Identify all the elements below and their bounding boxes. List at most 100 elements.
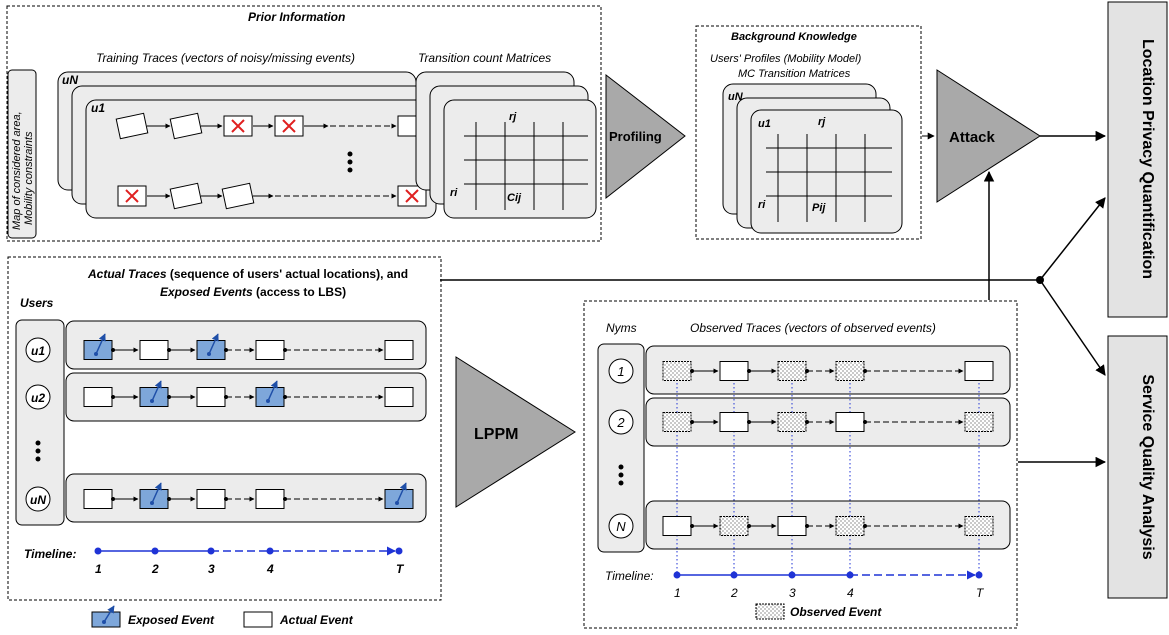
timeline-tick-dot [266,547,274,555]
trace-arrow-dot [224,395,228,399]
count-matrix-card-front [443,99,597,219]
mc-matrix-grid [766,134,892,222]
trace-arrow-dot [690,524,694,528]
observed-event [835,361,865,381]
observed-event [835,516,865,536]
timeline-tick-label: 1 [674,586,681,600]
exposed-event-arrow-icon [151,482,162,504]
ellipsis-dot [618,480,624,486]
trace-arrow-dot [167,395,171,399]
observed-event [964,516,994,536]
user-uN-label: uN [30,493,46,507]
background-knowledge-title: Background Knowledge [731,31,857,43]
service-quality-box: Service Quality Analysis [1107,335,1168,599]
nym-node-1 [608,358,634,384]
trace-arrow-dot [690,369,694,373]
nyms-label: Nyms [606,321,637,335]
exposed-event-arrow-icon [396,482,407,504]
observed-slot [964,361,994,381]
exposed-event-dot [207,352,211,356]
timeline-tick-dot [673,571,681,579]
observed-traces-header: Observed Traces (vectors of observed eve… [690,321,936,335]
training-event [115,112,149,140]
legend-actual-swatch [243,611,273,628]
count-matrix-ri-label: ri [450,187,458,199]
trace-arrow-dot [224,348,228,352]
exposed-event-arrow-icon [95,333,106,355]
nym-node-N [608,513,634,539]
trace-arrow-dot [805,369,809,373]
ellipsis-dot [35,440,41,446]
trace-arrow-dot [224,497,228,501]
actual-event [255,340,285,360]
trace-arrow-dot [863,420,867,424]
map-label-line1: Map of considered area, [11,111,23,230]
users-column [15,319,65,526]
background-user-N-label: uN [728,91,744,103]
actual-row-panel [65,473,427,523]
observed-traces-panel: Nyms Observed Traces (vectors of observe… [583,300,1018,629]
observed-slot [835,412,865,432]
exposed-event-arrow-icon [267,380,278,402]
timeline-tick-label: 2 [730,586,738,600]
missing-event-cross-icon [282,119,296,133]
background-knowledge-frame [695,25,922,240]
timeline-tick-dot [730,571,738,579]
observed-traces-frame [583,300,1018,629]
exposed-event-arrow-icon [151,380,162,402]
count-matrix-rj-label: rj [509,111,517,123]
legend-actual-label: Actual Event [279,613,354,627]
profiling-label: Profiling [609,129,662,144]
actual-traces-header-line2: Exposed Events (access to LBS) [160,285,346,299]
nym-2-label: 2 [616,415,625,430]
trace-arrow-dot [863,369,867,373]
timeline-tick-label: 3 [789,586,796,600]
service-quality-frame [1107,335,1168,599]
actual-event [196,387,226,407]
user-node-u2 [25,384,51,410]
count-matrix-cij-label: Cij [507,192,522,204]
training-event [221,182,255,210]
ellipsis-dot [35,448,41,454]
service-quality-label: Service Quality Analysis [1139,374,1156,559]
nyms-column [597,343,645,553]
map-constraints-box [7,69,37,239]
legend-exposed-label: Exposed Event [128,613,215,627]
actual-event [196,489,226,509]
trace-arrow-dot [747,420,751,424]
timeline-tick-dot [94,547,102,555]
prior-information-frame [6,5,602,242]
observed-slot [719,361,749,381]
user-node-u1 [25,337,51,363]
prior-information-title: Prior Information [248,10,345,24]
timeline-tick-label: 2 [151,562,159,576]
connector-lines [440,130,1107,468]
missing-event-cross-icon [231,119,245,133]
actual-event [139,340,169,360]
observed-event [719,516,749,536]
location-privacy-box: Location Privacy Quantification [1107,1,1168,318]
observed-event [964,412,994,432]
profiling-triangle [605,73,686,200]
exposed-event-dot [266,399,270,403]
ellipsis-dot [618,472,624,478]
attack-block: Attack [922,69,1041,203]
profiling-block: Profiling [605,73,686,200]
trace-arrow-dot [167,497,171,501]
actual-traces-frame [7,256,442,601]
actual-traces-panel: Actual Traces (sequence of users' actual… [7,256,442,601]
observed-row-panel [645,345,1011,395]
ellipsis-dot [618,464,624,470]
mc-matrix-pij-label: Pij [812,202,826,214]
users-label: Users [20,296,54,310]
trace-arrow-dot [111,497,115,501]
background-line2: MC Transition Matrices [738,68,851,80]
actual-event [83,387,113,407]
actual-event [83,489,113,509]
user-node-uN [25,486,51,512]
actual-trace-rows [83,333,414,509]
timeline-tick-label: 4 [847,586,854,600]
